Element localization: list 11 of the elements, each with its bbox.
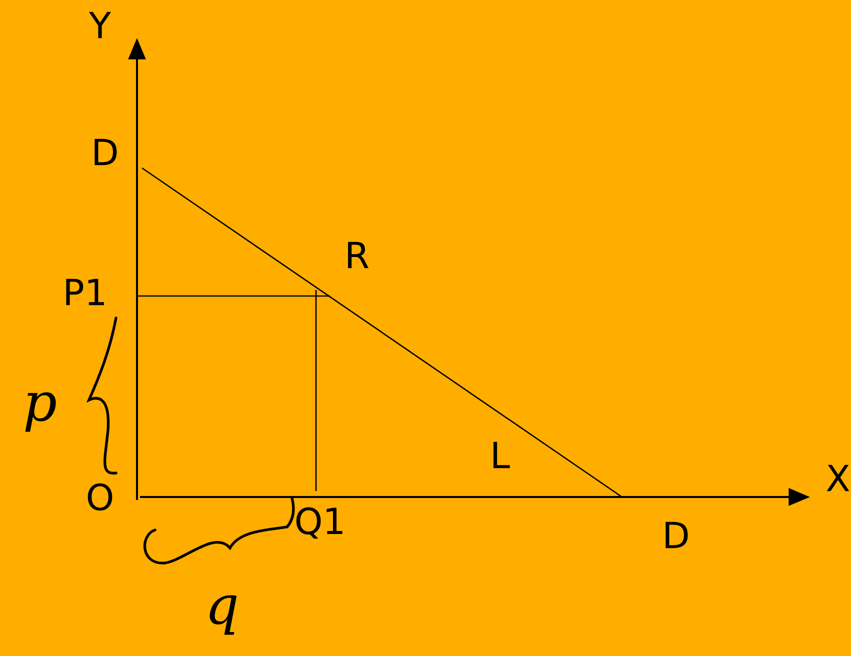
origin-label: O	[88, 483, 112, 511]
curve-label: D	[666, 522, 688, 548]
axis-label: X	[826, 464, 850, 492]
price-label: P1	[66, 278, 104, 306]
handwritten-label: p	[25, 392, 56, 432]
quantity-label: Q1	[296, 507, 342, 539]
axis-label: Y	[88, 12, 112, 38]
point-label: L	[494, 442, 510, 468]
handwritten-label: q	[210, 595, 237, 635]
curve-label: D	[94, 138, 117, 166]
point-label: R	[348, 242, 368, 268]
